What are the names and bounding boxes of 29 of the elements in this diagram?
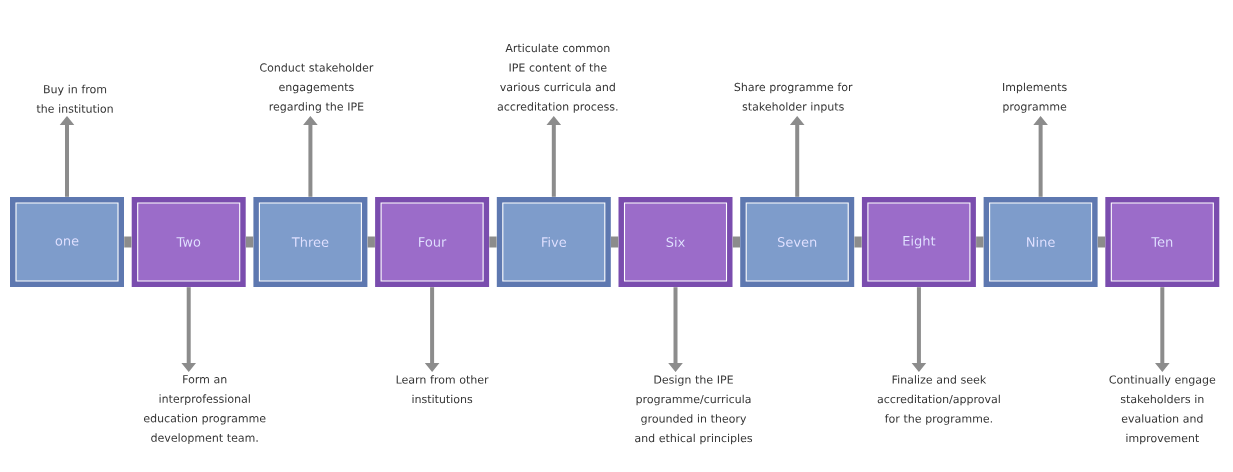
step-box: Five [496,197,611,287]
connector-bar [124,236,132,248]
step-box: Eight [861,197,976,287]
step-box: Nine [983,197,1098,287]
connector-bar [1097,236,1106,248]
step-box: Two [131,197,246,287]
step-box: Three [253,197,368,287]
connector-bar [489,236,497,248]
step-box: one [10,197,124,287]
step-description: Continually engage stakeholders in evaluation and improvement [1109,375,1216,445]
step-description: Learn from other institutions [396,375,489,404]
step-box: Ten [1105,197,1220,287]
step-description: Form an interprofessional education programme development team. [144,375,266,444]
connector-bar [367,236,375,248]
connector-bar [245,236,254,248]
connector-bar [854,236,862,248]
connector-bar [732,236,740,248]
step-description: Buy in from the institution [36,84,113,113]
step-box: Four [375,197,490,287]
step-box: Six [618,197,733,287]
step-box: Seven [740,197,855,287]
step-description: Articulate common IPE content of the various curricula and accreditation process. [497,43,618,113]
step-description: Conduct stakeholder engagements regarding the IPE [260,63,374,113]
step-description: Finalize and seek accreditation/approval for the programme. [877,375,1000,425]
step-description: Share programme for stakeholder inputs [734,82,853,113]
step-description: Implements programme [1003,82,1067,113]
connector-bar [611,236,619,248]
connector-bar [976,236,984,248]
step-description: Design the IPE programme/curricula grounded in theory and ethical principles [635,375,753,445]
